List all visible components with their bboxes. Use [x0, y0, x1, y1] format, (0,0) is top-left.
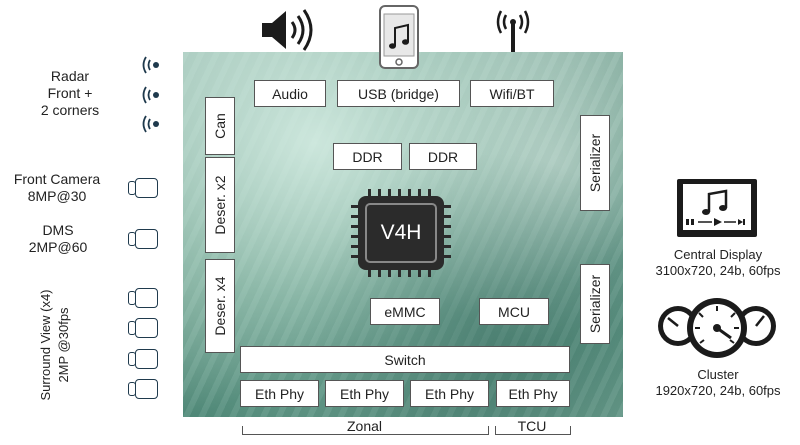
deser-x4-block: Deser. x4: [205, 259, 235, 353]
soc-chip: V4H: [358, 196, 444, 270]
cluster-label-line2: 1920x720, 24b, 60fps: [655, 383, 781, 398]
camera-icon: [128, 379, 158, 399]
wifi-bt-block: Wifi/BT: [470, 80, 554, 107]
ddr-block-2: DDR: [409, 143, 477, 170]
serializer-label-1: Serializer: [587, 133, 603, 193]
deser-x4-label: Deser. x4: [212, 276, 228, 336]
deser-x2-label: Deser. x2: [212, 175, 228, 235]
serializer-block-1: Serializer: [580, 115, 610, 211]
camera-icon: [128, 178, 158, 198]
camera-icon: [128, 349, 158, 369]
radar-label-line1: Radar: [50, 68, 90, 84]
cluster-label-line1: Cluster: [697, 367, 739, 382]
ddr-block-1: DDR: [333, 143, 402, 170]
zonal-label: Zonal: [346, 418, 383, 434]
tcu-bracket: [495, 426, 571, 435]
camera-icon: [128, 229, 158, 249]
front-camera-label-line2: 8MP@30: [27, 188, 87, 204]
surround-label-line1: Surround View (x4): [38, 289, 53, 401]
usb-bridge-block: USB (bridge): [337, 80, 460, 107]
dms-label-line1: DMS: [42, 222, 74, 238]
camera-icon: [128, 288, 158, 308]
deser-x2-block: Deser. x2: [205, 157, 235, 253]
eth-phy-block-1: Eth Phy: [240, 380, 319, 407]
radar-label: Radar Front + 2 corners: [30, 68, 110, 119]
camera-icon: [128, 318, 158, 338]
switch-block: Switch: [240, 346, 570, 373]
radar-label-line2: Front +: [47, 85, 93, 101]
soc-label: V4H: [365, 203, 437, 263]
radar-icon: [142, 86, 159, 104]
serializer-label-2: Serializer: [587, 274, 603, 334]
central-display-label-line2: 3100x720, 24b, 60fps: [655, 263, 781, 278]
central-display-label: Central Display 3100x720, 24b, 60fps: [636, 247, 800, 279]
radar-icon: [142, 56, 159, 74]
eth-phy-block-4: Eth Phy: [496, 380, 570, 407]
can-block: Can: [205, 97, 235, 155]
zonal-bracket: [242, 426, 489, 435]
media-display-icon: [677, 179, 757, 237]
radar-label-line3: 2 corners: [40, 102, 100, 118]
phone-music-icon: [379, 5, 419, 69]
can-label: Can: [212, 113, 228, 139]
speaker-icon: [262, 9, 313, 51]
eth-phy-block-3: Eth Phy: [410, 380, 489, 407]
dms-label: DMS 2MP@60: [8, 222, 108, 256]
mcu-block: MCU: [479, 298, 549, 325]
gauge-cluster-icon: [658, 298, 776, 358]
tcu-label: TCU: [517, 418, 547, 434]
surround-label-line2: 2MP @30fps: [56, 307, 71, 383]
audio-block: Audio: [254, 80, 326, 107]
radar-icon: [142, 115, 159, 133]
emmc-block: eMMC: [370, 298, 440, 325]
eth-phy-block-2: Eth Phy: [325, 380, 404, 407]
central-display-label-line1: Central Display: [673, 247, 763, 262]
front-camera-label: Front Camera 8MP@30: [2, 171, 112, 205]
cluster-label: Cluster 1920x720, 24b, 60fps: [636, 367, 800, 399]
dms-label-line2: 2MP@60: [28, 239, 88, 255]
serializer-block-2: Serializer: [580, 264, 610, 344]
surround-label: Surround View (x4) 2MP @30fps: [30, 280, 80, 410]
front-camera-label-line1: Front Camera: [13, 171, 101, 187]
wifi-antenna-icon: [496, 10, 530, 52]
